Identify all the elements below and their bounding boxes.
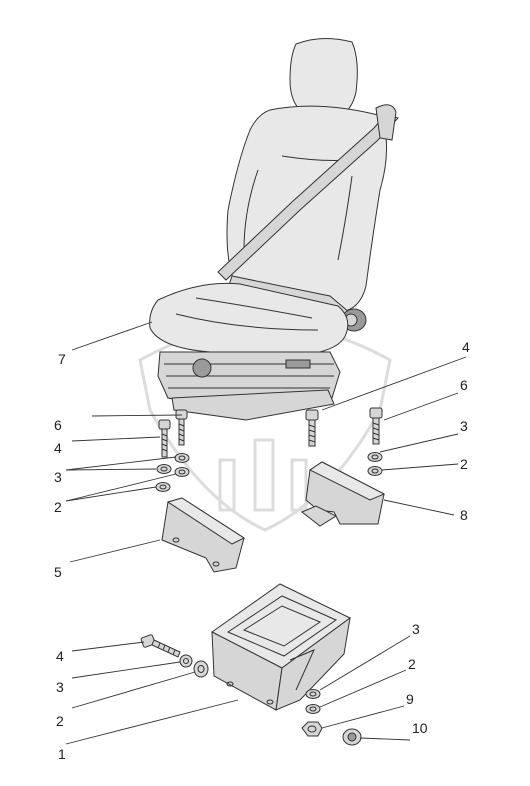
washers-bottom-right xyxy=(305,689,321,714)
bolt-6-left xyxy=(175,409,188,446)
height-adjust-knob xyxy=(192,358,212,378)
bolt-4-left xyxy=(158,419,171,458)
callout-2-right: 2 xyxy=(460,456,468,472)
headrest xyxy=(289,38,358,117)
callout-6-right: 6 xyxy=(460,377,468,393)
cap-nut-10 xyxy=(342,728,362,746)
bracket-8 xyxy=(301,461,386,527)
nut-9 xyxy=(301,721,323,737)
callout-4-left: 4 xyxy=(54,440,62,456)
washers-right xyxy=(367,452,383,476)
callout-2-bottom-left: 2 xyxy=(56,713,64,729)
leader-lines xyxy=(65,321,467,745)
callout-3-bottom-left: 3 xyxy=(56,679,64,695)
washers-left xyxy=(155,453,190,492)
seat-assembly xyxy=(149,38,399,421)
callout-3-bottom-right: 3 xyxy=(412,621,420,637)
callout-6-left: 6 xyxy=(54,417,62,433)
bracket-5 xyxy=(161,497,246,573)
seat-base xyxy=(171,389,335,421)
callout-7: 7 xyxy=(58,351,66,367)
callout-3-left: 3 xyxy=(54,469,62,485)
callout-5: 5 xyxy=(54,564,62,580)
callout-3-right: 3 xyxy=(460,418,468,434)
bolt-4-center xyxy=(305,409,319,447)
seat-cushion xyxy=(149,282,349,353)
callout-10: 10 xyxy=(412,720,428,736)
callout-2-left: 2 xyxy=(54,499,62,515)
callout-1: 1 xyxy=(58,746,66,762)
washers-bottom-left xyxy=(179,654,209,678)
callout-8: 8 xyxy=(460,507,468,523)
callout-2-bottom-right: 2 xyxy=(408,656,416,672)
bolt-4-bottom xyxy=(140,634,181,658)
callout-9: 9 xyxy=(406,691,414,707)
base-frame-1 xyxy=(211,583,351,711)
callout-4-top-right: 4 xyxy=(462,339,470,355)
bolt-6-right xyxy=(369,407,383,445)
callout-4-bottom: 4 xyxy=(56,648,64,664)
